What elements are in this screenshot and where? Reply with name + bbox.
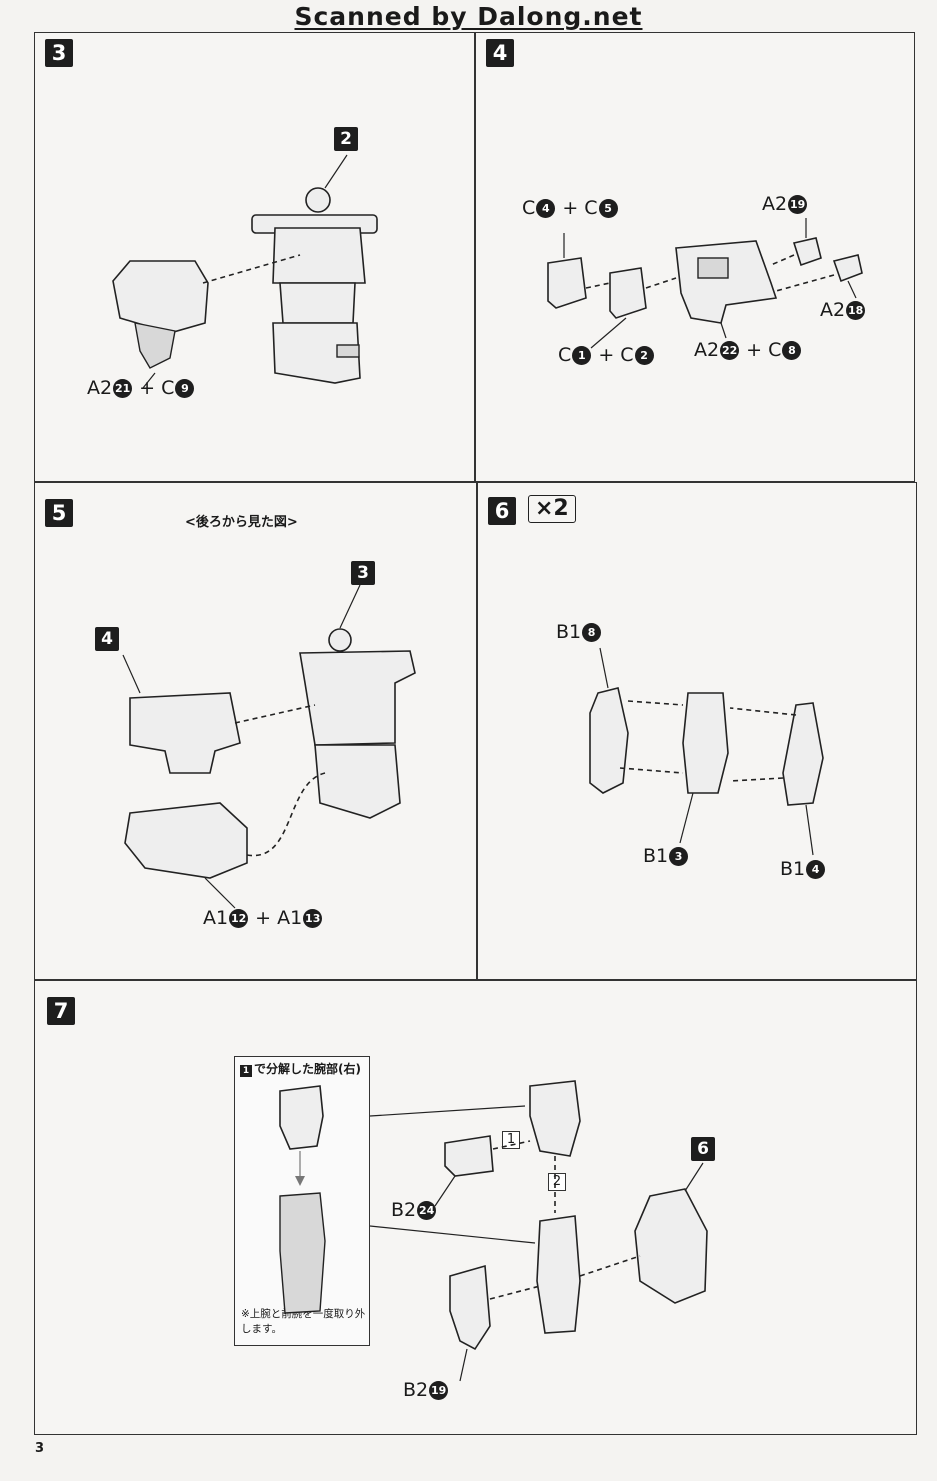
step-4-diagram bbox=[547, 218, 863, 349]
step-5-diagram bbox=[122, 584, 416, 909]
step-4-number: 4 bbox=[486, 39, 514, 67]
step-3-ref-badge: 2 bbox=[334, 127, 358, 151]
detail-box-note: ※上腕と前腕を一度取り外します。 bbox=[241, 1308, 366, 1335]
step-7-number: 7 bbox=[47, 997, 75, 1025]
step-5-ref-4: 4 bbox=[95, 627, 119, 651]
page-number: 3 bbox=[35, 1441, 45, 1456]
step-6-number: 6 bbox=[488, 497, 516, 525]
step-7-diagram bbox=[279, 1080, 708, 1382]
step-7-ref-6: 6 bbox=[691, 1137, 715, 1161]
order-marker-2: 2 bbox=[548, 1173, 566, 1191]
step-3-diagram bbox=[112, 154, 378, 389]
step-5-number: 5 bbox=[45, 499, 73, 527]
step-5-view-note: <後ろから見た図> bbox=[185, 515, 298, 530]
step-6-multiplier: ×2 bbox=[528, 495, 576, 523]
step-5-ref-3: 3 bbox=[351, 561, 375, 585]
step-6-diagram bbox=[589, 647, 824, 856]
step-3-number: 3 bbox=[45, 39, 73, 67]
scan-watermark: Scanned by Dalong.net bbox=[294, 2, 643, 31]
